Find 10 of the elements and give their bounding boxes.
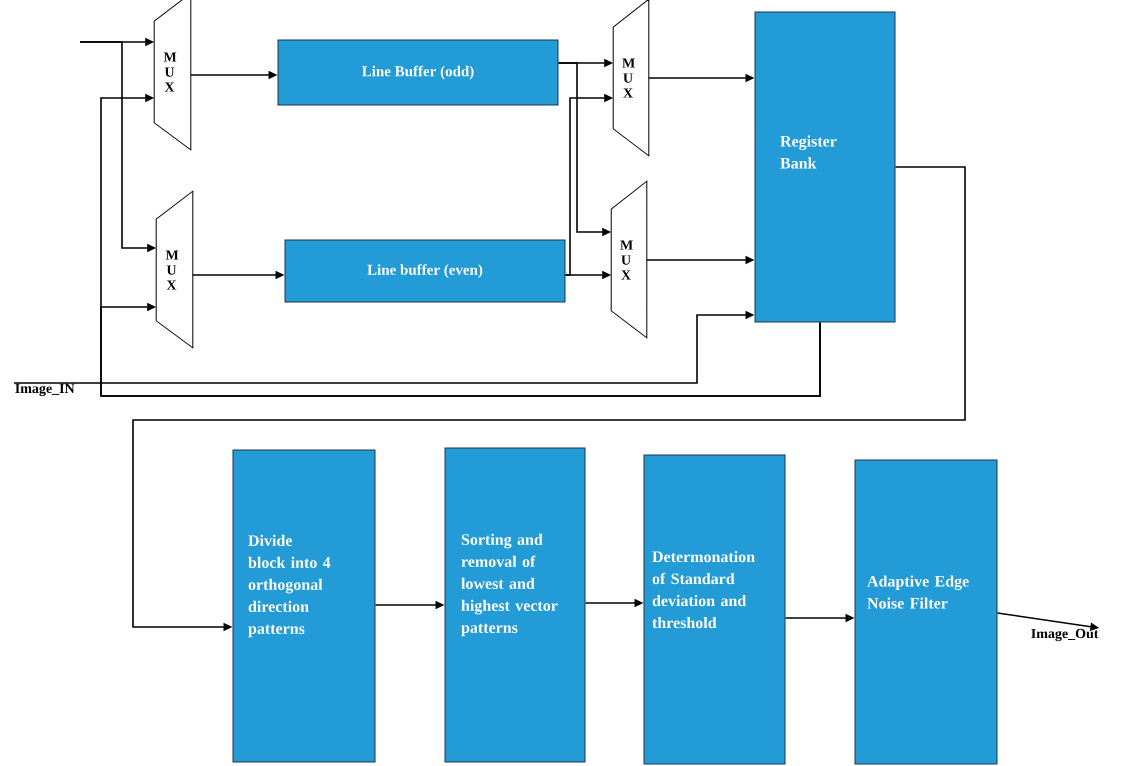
process-box: Divide block into 4 orthogonal direction patterns (232, 449, 376, 763)
arrow (100, 302, 821, 397)
process-box: Sorting and removal of lowest and highest vector patterns (444, 447, 586, 763)
process-box: Determonation of Standard deviation and threshold (643, 454, 786, 765)
buffer-box: Line buffer (even) (284, 239, 566, 303)
signal-label: Image_Out (1031, 628, 1099, 642)
signal-label: Image_IN (15, 383, 75, 397)
process-box: Register Bank (754, 11, 896, 323)
process-box: Adaptive Edge Noise Filter (854, 459, 998, 765)
buffer-box: Line Buffer (odd) (277, 39, 559, 106)
